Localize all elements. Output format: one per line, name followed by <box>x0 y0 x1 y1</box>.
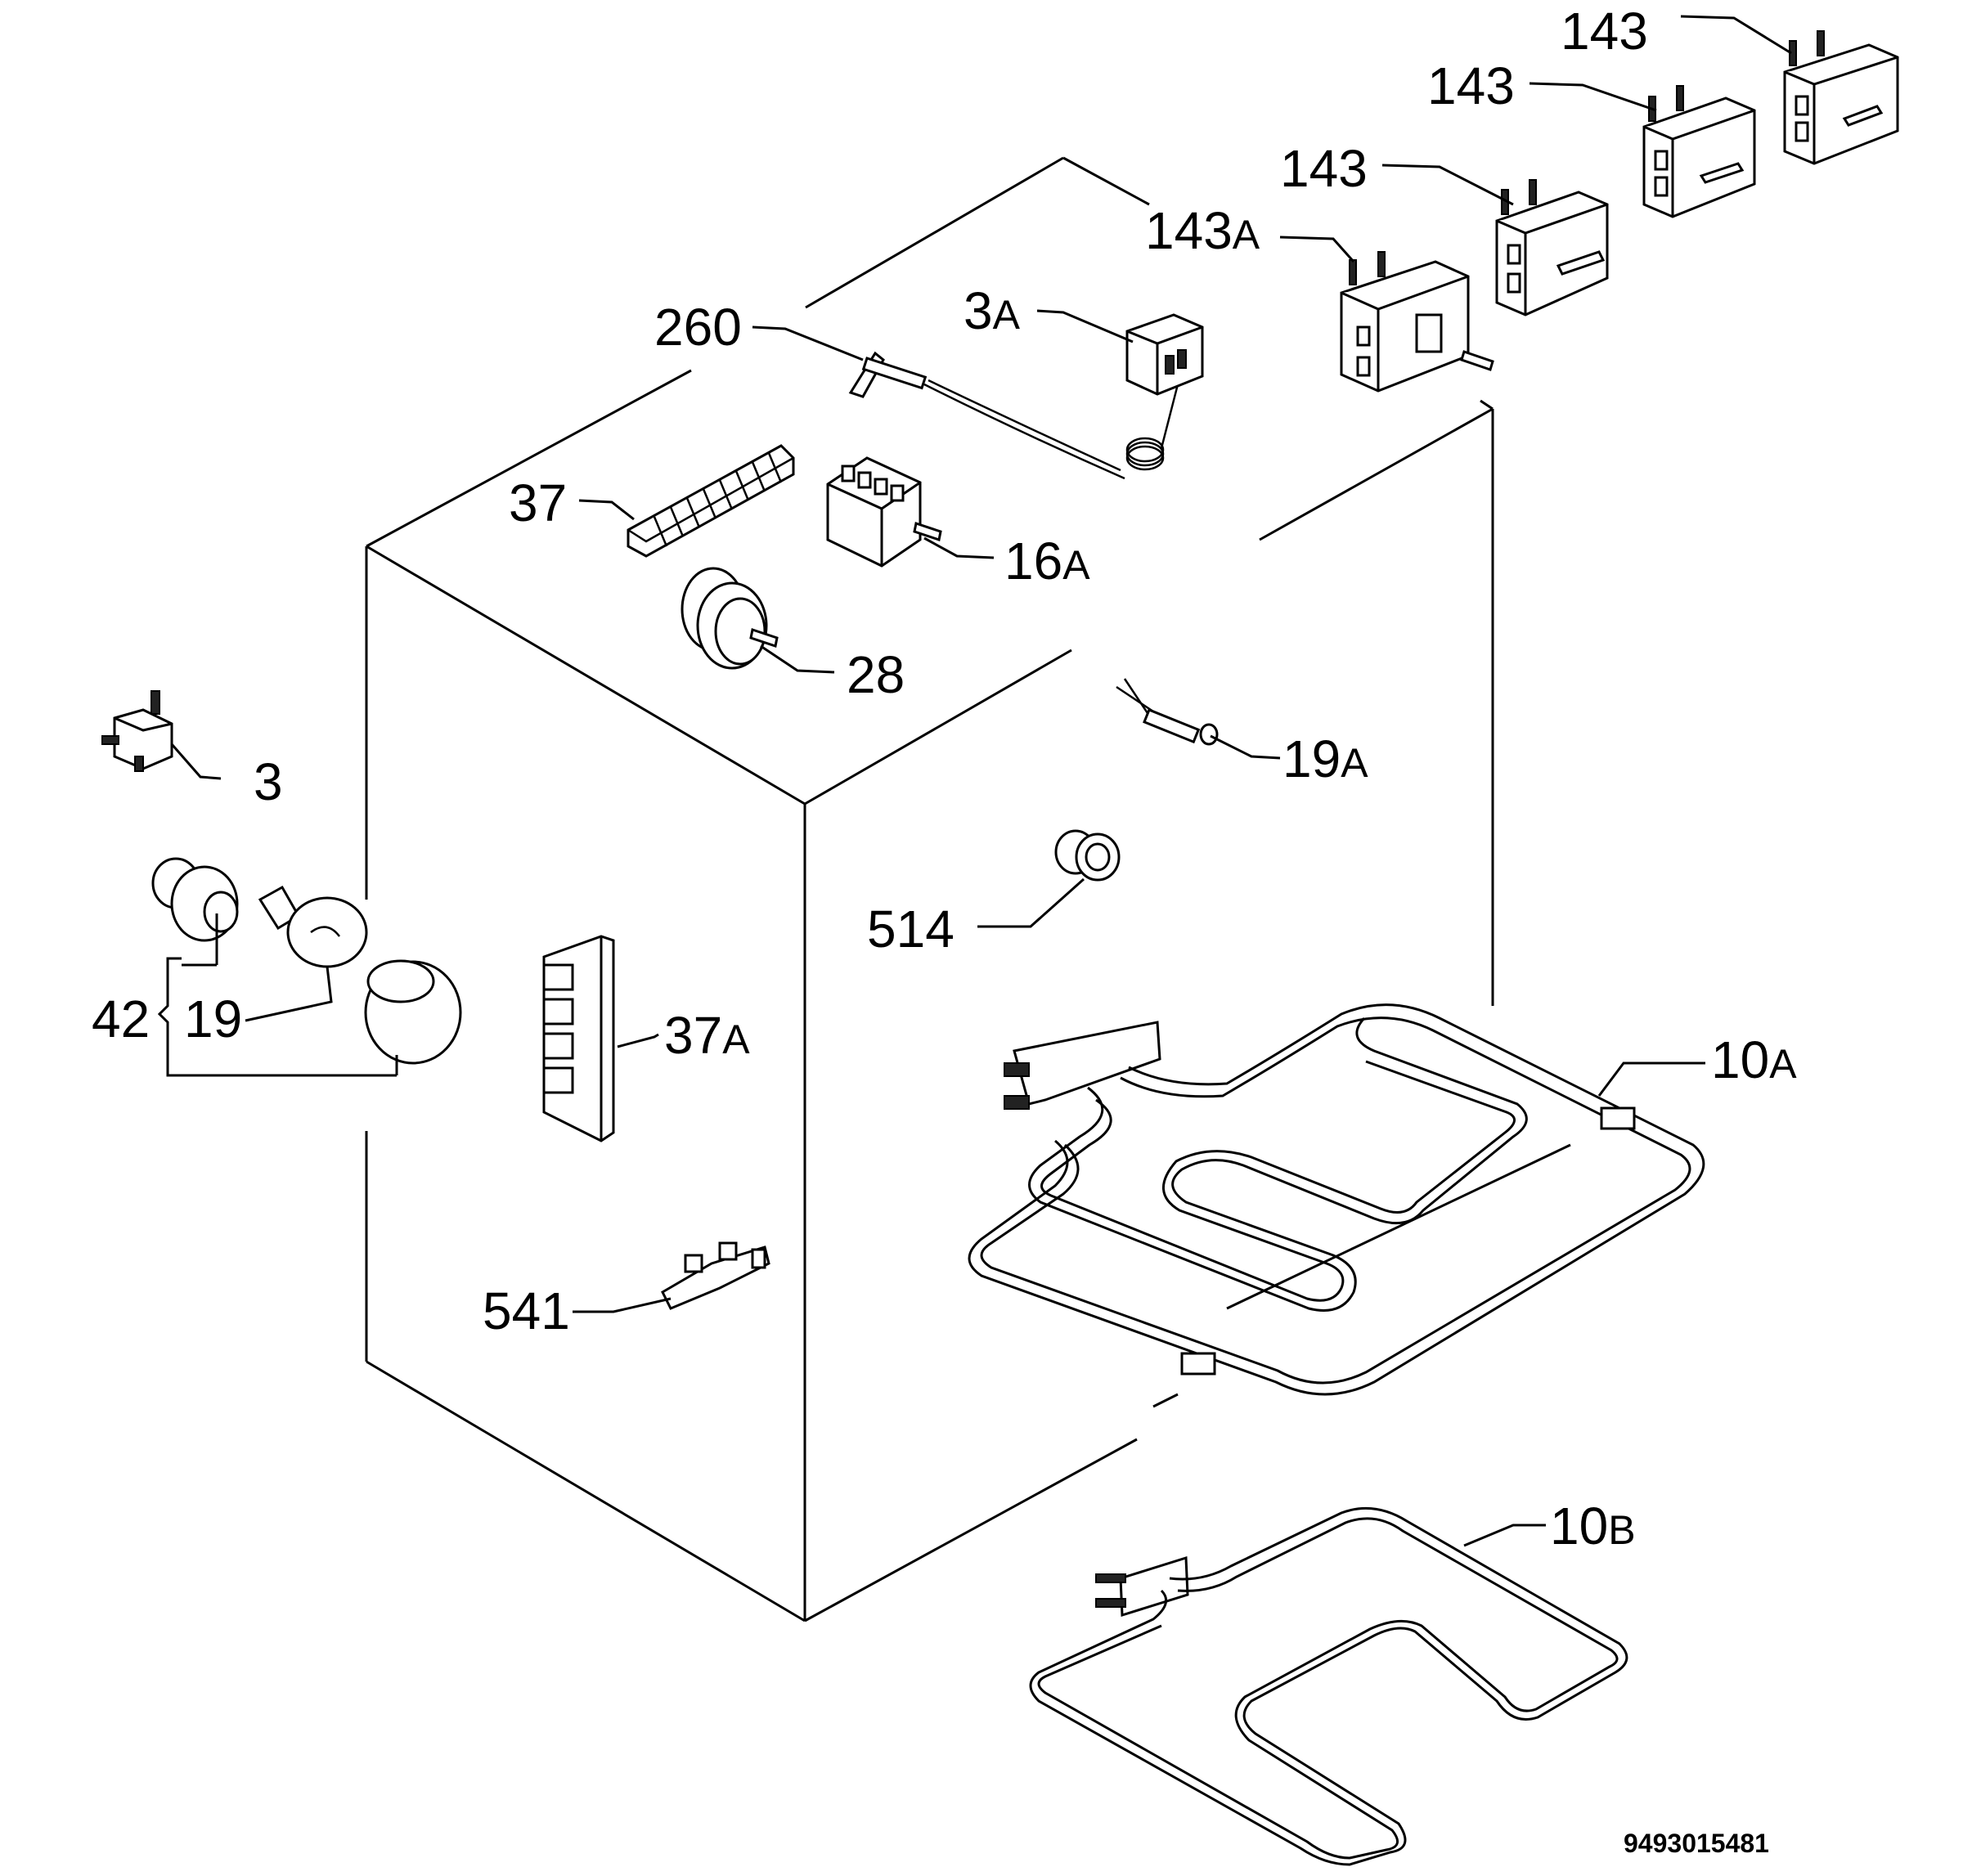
label-3: 3 <box>254 752 283 811</box>
grill-element-10a <box>968 1003 1705 1408</box>
switch-143-lower <box>1495 179 1609 316</box>
label-143-middle: 143 <box>1427 56 1515 115</box>
terminal-block-37a <box>542 935 615 1142</box>
label-16a: 16A <box>1004 532 1090 590</box>
lamp-cover <box>364 959 462 1065</box>
oven-cabinet <box>365 156 1494 1622</box>
bracket-42 <box>157 913 398 1077</box>
switch-143-middle <box>1642 85 1756 218</box>
label-10a: 10A <box>1711 1030 1797 1089</box>
label-28: 28 <box>847 645 905 704</box>
label-19: 19 <box>184 990 242 1048</box>
selector-switch-16a <box>826 456 942 568</box>
label-10b: 10B <box>1550 1497 1636 1555</box>
label-143-top: 143 <box>1561 2 1648 61</box>
label-260: 260 <box>654 298 742 357</box>
lamp-bulb-19 <box>258 885 368 968</box>
label-143-lower: 143 <box>1280 139 1368 198</box>
label-3a: 3A <box>964 281 1021 340</box>
leader-lines <box>170 15 1792 1547</box>
rotary-switch-28 <box>681 567 779 670</box>
label-37: 37 <box>509 473 567 532</box>
lamp-holder <box>151 857 239 942</box>
grommet-514 <box>1054 829 1121 882</box>
thermostat-3a <box>1125 313 1204 396</box>
thermostat-probe-260 <box>848 351 1179 480</box>
switch-143-top <box>1783 30 1899 165</box>
label-143a: 143A <box>1145 201 1260 260</box>
terminal-strip-37 <box>627 444 795 558</box>
terminal-clip-541 <box>661 1241 770 1310</box>
label-19a: 19A <box>1282 729 1368 788</box>
bottom-element-10b <box>1029 1506 1628 1866</box>
document-number: 9493015481 <box>1624 1829 1769 1858</box>
label-42: 42 <box>92 990 150 1048</box>
label-37a: 37A <box>664 1006 750 1065</box>
switch-143a <box>1340 251 1494 393</box>
signal-lamp-19a <box>1116 678 1219 746</box>
thermostat-3 <box>101 690 173 772</box>
label-541: 541 <box>483 1281 570 1340</box>
label-514: 514 <box>867 900 955 958</box>
part-labels: 143 143 143 143A 260 3A 37 16A 28 3 19A … <box>92 2 1797 1858</box>
